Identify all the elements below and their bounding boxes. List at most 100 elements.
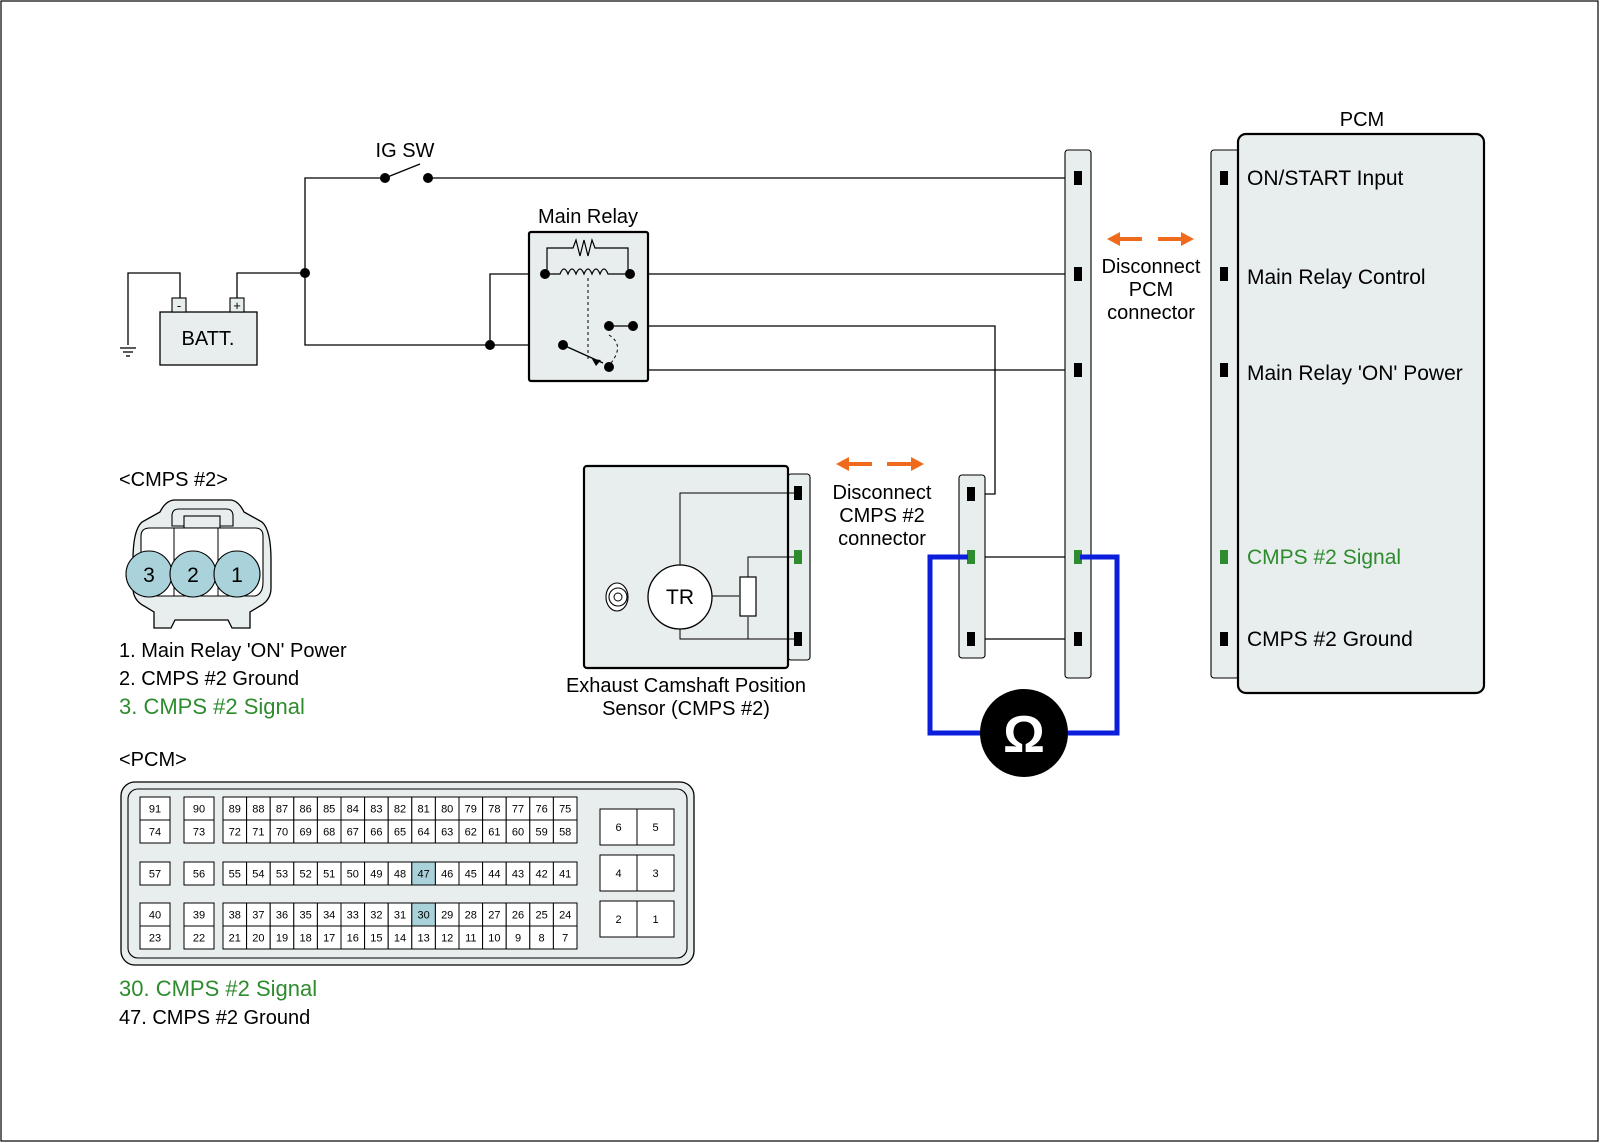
pcm-pin-45: 45 bbox=[458, 861, 484, 886]
pcm-pin-41: 41 bbox=[552, 861, 578, 886]
cmps-cavity-2: 2 bbox=[187, 564, 199, 587]
pcm-connector-legend: 30. CMPS #2 Signal 47. CMPS #2 Ground bbox=[119, 976, 317, 1029]
pcm-pin-84: 84 bbox=[340, 796, 366, 821]
pcm-pin-label: 72 bbox=[229, 827, 241, 839]
pcm-pin-82: 82 bbox=[387, 796, 413, 821]
pcm-pin-label: 76 bbox=[535, 804, 547, 816]
main-relay-label: Main Relay bbox=[538, 206, 638, 228]
pcm-pin-label: 40 bbox=[149, 910, 161, 922]
pcm-pin-85: 85 bbox=[316, 796, 342, 821]
pcm-pin-label: 89 bbox=[229, 804, 241, 816]
pcm-pin-70: 70 bbox=[269, 819, 295, 844]
ig-sw-label: IG SW bbox=[376, 140, 435, 162]
pcm-pin-label: 86 bbox=[299, 804, 311, 816]
pcm-pin-90: 90 bbox=[183, 796, 215, 821]
pcm-pin-label: 33 bbox=[347, 910, 359, 922]
pcm-pin-52: 52 bbox=[293, 861, 318, 886]
pcm-pin-label: 37 bbox=[252, 910, 264, 922]
relay-feed-wire bbox=[304, 273, 490, 346]
pcm-pin-51: 51 bbox=[316, 861, 342, 886]
ground-wire bbox=[127, 272, 181, 345]
pcm-pin-label: 42 bbox=[535, 869, 547, 881]
pcm-pin-66: 66 bbox=[364, 819, 389, 844]
double-arrow-icon bbox=[836, 457, 924, 471]
pcm-pin-label: 20 bbox=[252, 933, 264, 945]
pcm-pin-75: 75 bbox=[552, 796, 578, 821]
pcm-pin-74: 74 bbox=[139, 819, 171, 844]
pcm-pin-78: 78 bbox=[482, 796, 507, 821]
ohmmeter: Ω bbox=[927, 554, 1120, 777]
pcm-pin-label: 5 bbox=[652, 822, 658, 834]
pcm-pin-label: 75 bbox=[559, 804, 571, 816]
pcm-pin-label: 44 bbox=[488, 869, 500, 881]
pcm-pin-77: 77 bbox=[505, 796, 531, 821]
pcm-pin-35: 35 bbox=[293, 902, 318, 927]
pcm-pin-11: 11 bbox=[458, 925, 484, 950]
pcm-pin-8: 8 bbox=[529, 925, 554, 950]
pcm-legend-47: 47. CMPS #2 Ground bbox=[119, 1007, 310, 1029]
pcm-pin-label: 45 bbox=[465, 869, 477, 881]
battery-positive-wire bbox=[236, 272, 305, 301]
pcm-pin-40: 40 bbox=[139, 902, 171, 927]
disconnect-cmps-line2: CMPS #2 bbox=[839, 505, 925, 527]
pcm-pin-9: 9 bbox=[505, 925, 531, 950]
pcm-pin-label: 11 bbox=[465, 933, 476, 945]
pcm-pin-label: 36 bbox=[276, 910, 288, 922]
disconnect-pcm-line2: PCM bbox=[1129, 279, 1173, 301]
relay-coil-feed bbox=[489, 273, 544, 345]
pcm-pin-30: 30 bbox=[411, 902, 436, 927]
pcm-pin-38: 38 bbox=[222, 902, 248, 927]
pcm-pin-label: 85 bbox=[323, 804, 335, 816]
pcm-pin-label: 48 bbox=[394, 869, 406, 881]
pcm-pin-55: 55 bbox=[222, 861, 248, 886]
pcm-pin-label: 55 bbox=[229, 869, 241, 881]
pcm-pin-15: 15 bbox=[364, 925, 389, 950]
pcm-pin-label: 70 bbox=[276, 827, 288, 839]
pcm-pin-29: 29 bbox=[434, 902, 460, 927]
pcm-pin-label: 15 bbox=[370, 933, 382, 945]
pcm-pin-label: 26 bbox=[512, 910, 524, 922]
disconnect-cmps-note: Disconnect CMPS #2 connector bbox=[833, 457, 932, 550]
cmps-legend-1: 1. Main Relay 'ON' Power bbox=[119, 640, 347, 662]
pcm-pin-91: 91 bbox=[139, 796, 171, 821]
pcm-pin-20: 20 bbox=[246, 925, 271, 950]
pcm-pin-label: 50 bbox=[347, 869, 359, 881]
pcm-pin-69: 69 bbox=[293, 819, 318, 844]
pcm-pin-50: 50 bbox=[340, 861, 366, 886]
cmps-cavity-3: 3 bbox=[143, 564, 155, 587]
main-relay: Main Relay bbox=[527, 206, 650, 383]
pcm-pin-label: 79 bbox=[465, 804, 477, 816]
pcm-pin-72: 72 bbox=[222, 819, 248, 844]
pcm-pin-label: 53 bbox=[276, 869, 288, 881]
battery: - + BATT. bbox=[159, 297, 258, 366]
pcm-pin-label: 30 bbox=[417, 910, 429, 922]
pcm-pin-44: 44 bbox=[482, 861, 507, 886]
pcm-pin-label: 38 bbox=[229, 910, 241, 922]
pcm-pin-63: 63 bbox=[434, 819, 460, 844]
pcm-pin-61: 61 bbox=[482, 819, 507, 844]
battery-plus-label: + bbox=[233, 298, 241, 313]
pcm-pin-label: 59 bbox=[535, 827, 547, 839]
pcm-pin-label: 28 bbox=[465, 910, 477, 922]
pcm-pin-label: 35 bbox=[299, 910, 311, 922]
pcm-pin-label: 18 bbox=[299, 933, 311, 945]
pcm-pin-label: 34 bbox=[323, 910, 335, 922]
pcm-pin-7: 7 bbox=[552, 925, 578, 950]
pcm-pin-22: 22 bbox=[183, 925, 215, 950]
pcm-pin-34: 34 bbox=[316, 902, 342, 927]
pcm-pin-86: 86 bbox=[293, 796, 318, 821]
pcm-pin-label: 88 bbox=[252, 804, 264, 816]
cmps-legend-3: 3. CMPS #2 Signal bbox=[119, 694, 305, 719]
pcm-pin-label: 9 bbox=[515, 933, 521, 945]
pcm-pin-label: 46 bbox=[441, 869, 453, 881]
pcm-pin-label: 82 bbox=[394, 804, 406, 816]
disconnect-cmps-line3: connector bbox=[838, 528, 926, 550]
pcm-module: PCM ON/START Input Main Relay Control Ma… bbox=[1210, 109, 1486, 695]
pcm-pin-label: 39 bbox=[193, 910, 205, 922]
pcm-pin-2: 2 bbox=[599, 900, 638, 938]
cmps-cavity-1: 1 bbox=[231, 564, 243, 587]
pcm-pin-label: 2 bbox=[615, 914, 621, 926]
pcm-pin-18: 18 bbox=[293, 925, 318, 950]
